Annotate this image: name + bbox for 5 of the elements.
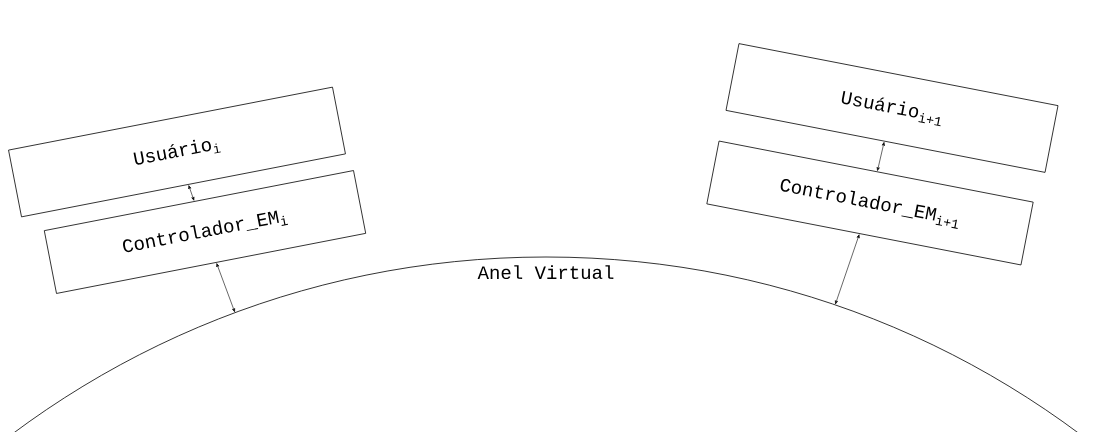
arrow bbox=[188, 185, 195, 201]
arrow bbox=[216, 263, 235, 313]
text-box: Usuário$_{i+1}$ bbox=[725, 43, 1059, 173]
arrow bbox=[876, 142, 885, 171]
arrow bbox=[835, 234, 860, 305]
